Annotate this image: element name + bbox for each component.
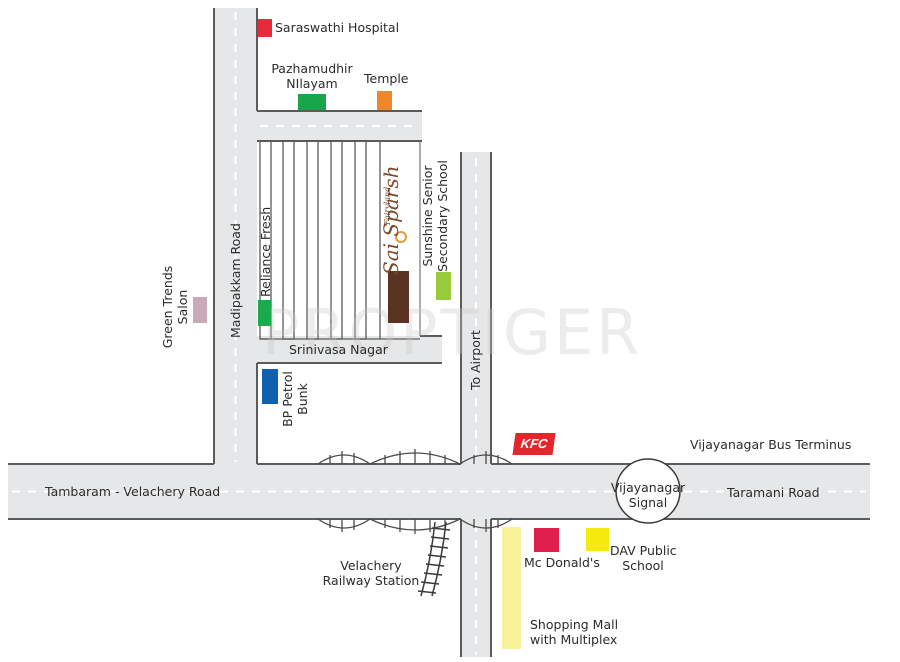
- mcdonalds-marker: [534, 528, 559, 552]
- project-logo-icon: [395, 231, 407, 243]
- label-bp-line2: Bunk: [295, 383, 310, 415]
- kfc-logo: KFC: [512, 433, 556, 455]
- label-madipakkam-road: Madipakkam Road: [228, 223, 243, 338]
- label-sunshine-school: Sunshine Senior Secondary School: [420, 156, 450, 276]
- label-saraswathi-hospital: Saraswathi Hospital: [275, 20, 400, 35]
- label-vijayanagar-signal: Vijayanagar Signal: [608, 480, 688, 510]
- label-dav-line1: DAV Public: [610, 543, 677, 558]
- reliance-fresh-marker: [258, 300, 271, 326]
- saraswathi-hospital-marker: [258, 19, 272, 37]
- label-shopping-mall: Shopping Mall with Multiplex: [530, 617, 618, 647]
- label-to-airport: To Airport: [468, 330, 483, 390]
- label-sunshine-line1: Sunshine Senior: [420, 165, 435, 267]
- project-name: Sai Sparsh: [379, 165, 403, 275]
- sunshine-school-marker: [436, 272, 451, 300]
- temple-marker: [377, 91, 392, 110]
- label-srinivasa-nagar: Srinivasa Nagar: [289, 342, 388, 357]
- label-dav-line2: School: [622, 558, 664, 573]
- label-bp-line1: BP Petrol: [280, 371, 295, 427]
- label-pazhamudhir-line2: NIlayam: [286, 76, 338, 91]
- label-taramani-road: Taramani Road: [727, 485, 820, 500]
- flyover: [317, 449, 513, 534]
- label-tambaram-velachery-road: Tambaram - Velachery Road: [45, 484, 221, 499]
- label-mall-line1: Shopping Mall: [530, 617, 619, 632]
- label-pazhamudhir-line1: Pazhamudhir: [271, 61, 353, 76]
- label-dav-school: DAV Public School: [610, 543, 677, 573]
- green-trends-marker: [193, 297, 207, 323]
- label-mall-line2: with Multiplex: [530, 632, 618, 647]
- label-green-trends-line2: Salon: [175, 289, 190, 325]
- label-green-trends-line1: Green Trends: [160, 265, 175, 349]
- colony-streets: [259, 140, 420, 340]
- label-reliance-fresh: Reliance Fresh: [258, 206, 273, 297]
- label-railway-station: Velachery Railway Station: [316, 558, 426, 588]
- project-site-marker: [388, 271, 409, 323]
- bp-petrol-marker: [262, 369, 278, 404]
- dav-school-marker: [586, 528, 609, 551]
- railway-track: [417, 521, 451, 597]
- srinivasa-nagar-road: [257, 336, 442, 363]
- label-sunshine-line2: Secondary School: [435, 160, 450, 272]
- label-signal-line2: Signal: [628, 495, 668, 510]
- label-bp-petrol: BP Petrol Bunk: [280, 366, 310, 432]
- main-road: [8, 464, 870, 519]
- label-railway-line2: Railway Station: [322, 573, 420, 588]
- label-temple: Temple: [364, 71, 409, 86]
- vijayanagar-signal-circle: [615, 458, 681, 524]
- shopping-mall-marker: [502, 527, 521, 649]
- label-pazhamudhir: Pazhamudhir NIlayam: [262, 61, 362, 91]
- label-mcdonalds: Mc Donald's: [524, 555, 600, 570]
- label-railway-line1: Velachery: [340, 558, 402, 573]
- watermark: PROPTIGER: [262, 296, 643, 369]
- label-signal-line1: Vijayanagar: [610, 480, 686, 495]
- pazhamudhir-marker: [298, 94, 326, 110]
- label-bus-terminus: Vijayanagar Bus Terminus: [690, 437, 852, 452]
- label-green-trends: Green Trends Salon: [160, 262, 190, 352]
